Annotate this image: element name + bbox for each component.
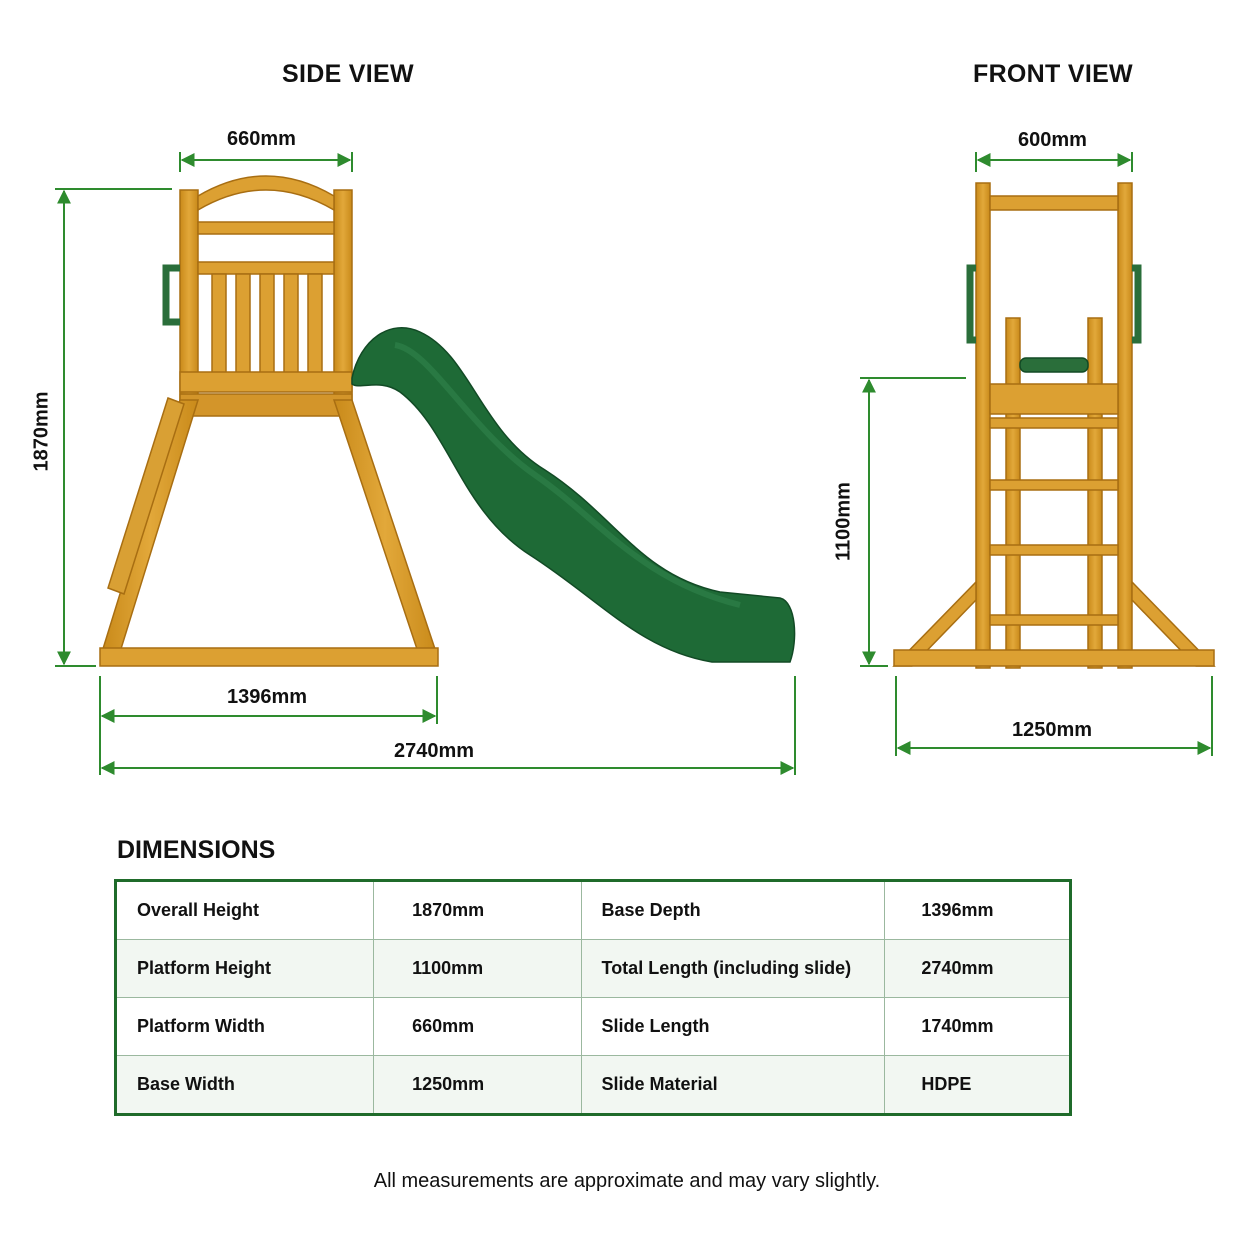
table-row: Platform Width 660mm Slide Length 1740mm xyxy=(114,997,1071,1056)
table-cell: Slide Length xyxy=(580,997,886,1056)
table-cell: Platform Width xyxy=(114,997,375,1056)
table-cell: Total Length (including slide) xyxy=(580,939,886,998)
table-cell: 1870mm xyxy=(373,880,582,940)
table-cell: 1250mm xyxy=(373,1055,582,1115)
dimensions-title: DIMENSIONS xyxy=(117,836,276,864)
table-cell: 1740mm xyxy=(884,997,1071,1056)
drawings xyxy=(55,152,1216,775)
table-row: Platform Height 1100mm Total Length (inc… xyxy=(114,939,1071,998)
front-platform-label: 1100mm xyxy=(832,482,855,561)
table-cell: 660mm xyxy=(373,997,582,1056)
footnote: All measurements are approximate and may… xyxy=(373,1170,881,1192)
dimensions-table: Overall Height 1870mm Base Depth 1396mm … xyxy=(114,879,1072,1116)
table-cell: Base Width xyxy=(114,1055,375,1115)
front-base-label: 1250mm xyxy=(1012,719,1093,741)
side-total-label: 2740mm xyxy=(394,740,475,762)
table-cell: Platform Height xyxy=(114,939,375,998)
table-cell: HDPE xyxy=(884,1055,1071,1115)
front-view-title: FRONT VIEW xyxy=(973,60,1133,88)
slide xyxy=(351,327,796,663)
table-cell: Base Depth xyxy=(580,880,886,940)
side-view-drawing xyxy=(99,175,439,667)
table-row: Overall Height 1870mm Base Depth 1396mm xyxy=(114,880,1071,940)
side-height-label: 1870mm xyxy=(30,391,53,472)
front-view-drawing xyxy=(892,182,1216,669)
table-cell: Slide Material xyxy=(580,1055,886,1115)
table-row: Base Width 1250mm Slide Material HDPE xyxy=(114,1055,1071,1115)
table-cell: 2740mm xyxy=(884,939,1071,998)
table-cell: Overall Height xyxy=(114,880,375,940)
table-cell: 1396mm xyxy=(884,880,1071,940)
table-cell: 1100mm xyxy=(373,939,582,998)
front-width-label: 600mm xyxy=(1018,129,1087,151)
side-base-label: 1396mm xyxy=(227,686,308,708)
side-width-label: 660mm xyxy=(227,128,296,150)
side-view-title: SIDE VIEW xyxy=(282,60,414,88)
